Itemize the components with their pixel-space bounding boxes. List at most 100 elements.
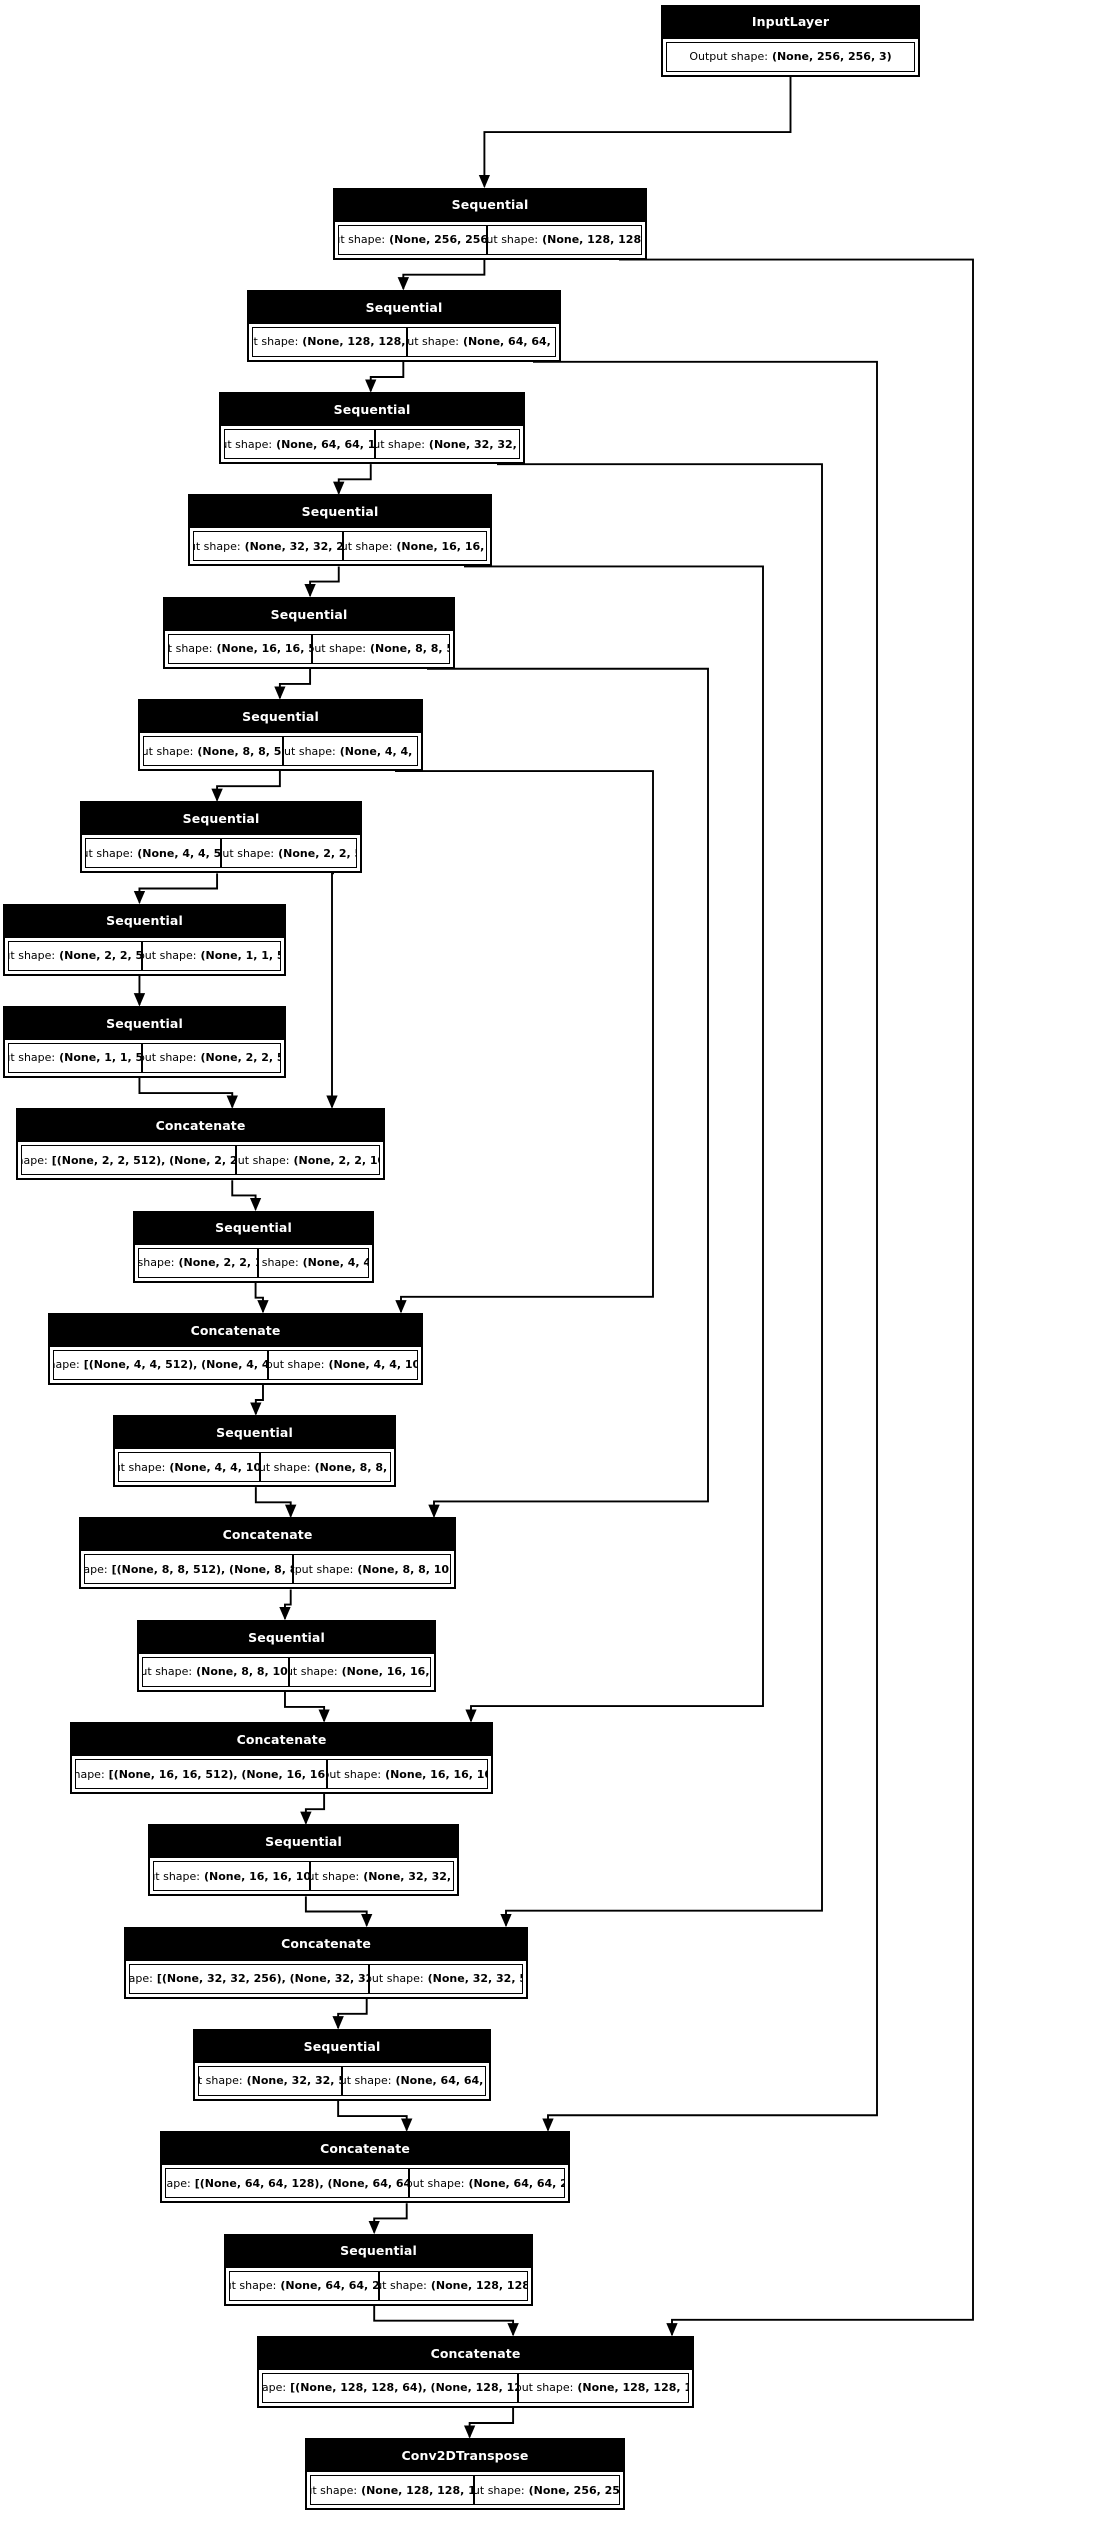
input-shape-value: (None, 4, 4, 1024) bbox=[169, 1460, 260, 1474]
output-shape-label: Output shape: bbox=[343, 2074, 392, 2088]
graph-node-enc5[interactable]: SequentialInput shape: (None, 16, 16, 51… bbox=[163, 596, 455, 669]
input-shape-label: Input shape: bbox=[129, 1972, 153, 1986]
input-shape-value: (None, 8, 8, 1024) bbox=[196, 1665, 288, 1679]
graph-node-cat4[interactable]: ConcatenateInput shape: [(None, 16, 16, … bbox=[70, 1722, 493, 1795]
node-title-dec2: Sequential bbox=[135, 1212, 372, 1245]
node-title-dec7: Sequential bbox=[226, 2235, 531, 2268]
skip-edge-enc6-to-cat2 bbox=[395, 770, 654, 1314]
node-shapes-cat2: Input shape: [(None, 4, 4, 512), (None, … bbox=[50, 1346, 421, 1383]
input-shape-label: Input shape: bbox=[194, 539, 241, 553]
graph-node-dec7[interactable]: SequentialInput shape: (None, 64, 64, 25… bbox=[224, 2233, 533, 2306]
graph-node-enc8[interactable]: SequentialInput shape: (None, 2, 2, 512)… bbox=[3, 903, 286, 976]
edge-enc5-to-enc6 bbox=[274, 668, 312, 700]
graph-node-enc4[interactable]: SequentialInput shape: (None, 32, 32, 25… bbox=[188, 494, 492, 567]
input-shape-value: (None, 2, 2, 1024) bbox=[178, 1256, 257, 1270]
input-shape-enc1: Input shape: (None, 256, 256, 3) bbox=[338, 224, 487, 255]
node-title-out_conv: Conv2DTranspose bbox=[307, 2440, 623, 2473]
input-shape-label: Input shape: bbox=[166, 2176, 191, 2190]
input-shape-label: Input shape: bbox=[168, 642, 213, 656]
input-shape-value: [(None, 64, 64, 128), (None, 64, 64, 128… bbox=[194, 2176, 408, 2190]
output-shape-label: Output shape: bbox=[259, 1460, 311, 1474]
input-shape-value: (None, 64, 64, 128) bbox=[276, 437, 375, 451]
graph-node-cat5[interactable]: ConcatenateInput shape: [(None, 32, 32, … bbox=[124, 1926, 528, 1999]
output-shape-label: Output shape: bbox=[313, 642, 366, 656]
node-shapes-enc8: Input shape: (None, 2, 2, 512)Output sha… bbox=[5, 937, 284, 974]
output-shape-label: Output shape: bbox=[311, 1869, 360, 1883]
input-shape-label: Input shape: bbox=[154, 1869, 201, 1883]
node-title-enc2: Sequential bbox=[249, 291, 559, 324]
edge-cat3-to-dec4 bbox=[279, 1589, 292, 1621]
input-shape-label: Input shape: bbox=[119, 1460, 166, 1474]
node-shapes-enc2: Input shape: (None, 128, 128, 64)Output … bbox=[249, 323, 559, 360]
graph-node-enc6[interactable]: SequentialInput shape: (None, 8, 8, 512)… bbox=[138, 699, 423, 772]
node-shapes-dec1: Input shape: (None, 1, 1, 512)Output sha… bbox=[5, 1039, 284, 1076]
output-shape-cat5: Output shape: (None, 32, 32, 512) bbox=[369, 1963, 523, 1994]
graph-node-cat3[interactable]: ConcatenateInput shape: [(None, 8, 8, 51… bbox=[79, 1517, 456, 1590]
node-shapes-enc4: Input shape: (None, 32, 32, 256)Output s… bbox=[190, 528, 490, 565]
graph-node-cat6[interactable]: ConcatenateInput shape: [(None, 64, 64, … bbox=[160, 2131, 570, 2204]
graph-node-dec1[interactable]: SequentialInput shape: (None, 1, 1, 512)… bbox=[3, 1005, 286, 1078]
edge-input_layer-to-enc1 bbox=[478, 76, 792, 189]
output-shape-label: Output shape: bbox=[376, 437, 425, 451]
skip-edge-enc5-to-cat3 bbox=[427, 667, 709, 1518]
input-shape-dec3: Input shape: (None, 4, 4, 1024) bbox=[118, 1452, 260, 1483]
input-shape-label: Input shape: bbox=[230, 2279, 277, 2293]
output-shape-value: (None, 64, 64, 128) bbox=[462, 335, 555, 349]
output-shape-dec2: Output shape: (None, 4, 4, 512) bbox=[258, 1247, 369, 1278]
output-shape-enc1: Output shape: (None, 128, 128, 64) bbox=[486, 224, 642, 255]
output-shape-enc6: Output shape: (None, 4, 4, 512) bbox=[283, 736, 418, 767]
graph-node-enc7[interactable]: SequentialInput shape: (None, 4, 4, 512)… bbox=[80, 801, 362, 874]
output-shape-cat2: Output shape: (None, 4, 4, 1024) bbox=[268, 1349, 418, 1380]
input-shape-out_conv: Input shape: (None, 128, 128, 128) bbox=[310, 2475, 475, 2506]
graph-node-dec5[interactable]: SequentialInput shape: (None, 16, 16, 10… bbox=[148, 1824, 459, 1897]
output-shape-enc7: Output shape: (None, 2, 2, 512) bbox=[221, 838, 357, 869]
node-title-cat2: Concatenate bbox=[50, 1314, 421, 1347]
graph-node-cat1[interactable]: ConcatenateInput shape: [(None, 2, 2, 51… bbox=[16, 1108, 385, 1181]
graph-node-dec4[interactable]: SequentialInput shape: (None, 8, 8, 1024… bbox=[137, 1619, 436, 1692]
input-shape-label: Input shape: bbox=[86, 846, 134, 860]
input-shape-label: Input shape: bbox=[143, 1665, 193, 1679]
output-shape-cat7: Output shape: (None, 128, 128, 128) bbox=[518, 2372, 689, 2403]
graph-node-dec3[interactable]: SequentialInput shape: (None, 4, 4, 1024… bbox=[113, 1415, 396, 1488]
graph-node-dec2[interactable]: SequentialInput shape: (None, 2, 2, 1024… bbox=[133, 1210, 374, 1283]
node-shapes-cat4: Input shape: [(None, 16, 16, 512), (None… bbox=[72, 1756, 491, 1793]
skip-edge-enc2-to-cat6 bbox=[533, 360, 878, 2132]
output-shape-value: (None, 4, 4, 512) bbox=[302, 1256, 368, 1270]
output-shape-value: (None, 16, 16, 512) bbox=[341, 1665, 430, 1679]
input-shape-cat6: Input shape: [(None, 64, 64, 128), (None… bbox=[165, 2168, 409, 2199]
graph-node-cat2[interactable]: ConcatenateInput shape: [(None, 4, 4, 51… bbox=[48, 1312, 423, 1385]
edge-enc6-to-enc7 bbox=[211, 771, 281, 802]
input-shape-cat1: Input shape: [(None, 2, 2, 512), (None, … bbox=[21, 1145, 237, 1176]
input-shape-label: Input shape: bbox=[54, 1358, 80, 1372]
output-shape-value: (None, 2, 2, 512) bbox=[278, 846, 356, 860]
node-title-cat4: Concatenate bbox=[72, 1724, 491, 1757]
input-shape-cat4: Input shape: [(None, 16, 16, 512), (None… bbox=[75, 1759, 327, 1790]
input-shape-label: Input shape: bbox=[198, 2074, 243, 2088]
skip-edge-enc1-to-cat7 bbox=[619, 258, 974, 2337]
node-title-enc4: Sequential bbox=[190, 496, 490, 529]
output-shape-dec6: Output shape: (None, 64, 64, 128) bbox=[342, 2065, 486, 2096]
graph-node-enc1[interactable]: SequentialInput shape: (None, 256, 256, … bbox=[333, 187, 647, 260]
output-shape-cat3: Output shape: (None, 8, 8, 1024) bbox=[293, 1554, 451, 1585]
input-shape-label: Input shape: bbox=[76, 1767, 105, 1781]
node-shapes-enc7: Input shape: (None, 4, 4, 512)Output sha… bbox=[82, 835, 360, 872]
graph-node-out_conv[interactable]: Conv2DTransposeInput shape: (None, 128, … bbox=[305, 2438, 625, 2511]
output-shape-value: (None, 16, 16, 512) bbox=[396, 539, 486, 553]
graph-node-enc3[interactable]: SequentialInput shape: (None, 64, 64, 12… bbox=[219, 392, 525, 465]
input-shape-label: Input shape: bbox=[138, 1256, 175, 1270]
input-shape-label: Input shape: bbox=[253, 335, 299, 349]
output-shape-value: (None, 8, 8, 512) bbox=[370, 642, 449, 656]
output-shape-value: (None, 16, 16, 1024) bbox=[385, 1767, 487, 1781]
input-shape-dec5: Input shape: (None, 16, 16, 1024) bbox=[153, 1861, 310, 1892]
node-title-input_layer: InputLayer bbox=[663, 6, 918, 39]
node-shapes-enc1: Input shape: (None, 256, 256, 3)Output s… bbox=[335, 221, 645, 258]
input-shape-label: Input shape: bbox=[311, 2483, 358, 2497]
output-shape-label: Output shape: bbox=[259, 1256, 299, 1270]
graph-node-dec6[interactable]: SequentialInput shape: (None, 32, 32, 51… bbox=[193, 2028, 491, 2101]
graph-node-cat7[interactable]: ConcatenateInput shape: [(None, 128, 128… bbox=[257, 2335, 694, 2408]
node-shapes-enc6: Input shape: (None, 8, 8, 512)Output sha… bbox=[140, 733, 421, 770]
graph-node-enc2[interactable]: SequentialInput shape: (None, 128, 128, … bbox=[247, 289, 561, 362]
output-shape-label: Output shape: bbox=[407, 335, 459, 349]
